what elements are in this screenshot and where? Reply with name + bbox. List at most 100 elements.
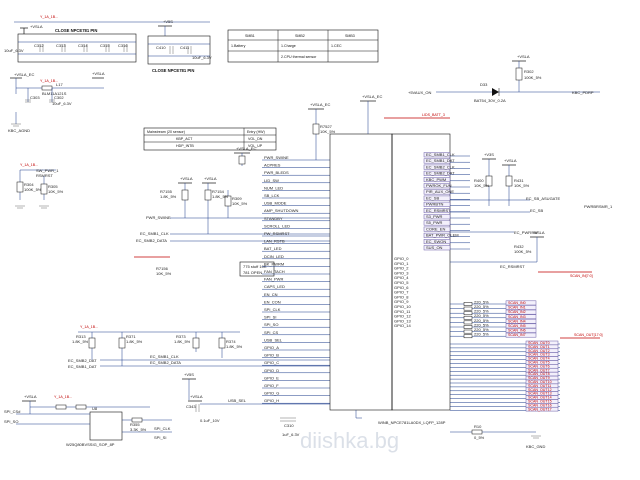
vsla-ec-pull: +VSLA_EC [236,146,256,151]
scan-out-label: SCAN_OUT17 [528,407,552,411]
r7155-ref: R7155 [160,189,173,194]
v5s-frame [147,35,211,65]
ec-left-pin: EN_CON [264,299,281,304]
cap-v5s-ref: C411 [180,45,190,50]
ec-left-pin: BAT_LED [264,246,282,251]
spi-flash: +VSLA Y_1A_1B... U8 W25Q80BVSSIG_SOP_8P … [4,394,220,447]
inductor-ref: L17 [56,82,63,87]
scan-res-value: 220_5% [474,309,489,314]
vsla-pull-1: +VSLA [180,176,193,181]
net-ec-smb1-clk: EC_SMB1_CLK [140,231,169,236]
ms-r2c2: VOL_UP [248,144,263,148]
ec-left-pin: LID_SW [264,178,279,183]
ms-r1c2: VOL_DN [248,137,263,141]
bus-label-4: Y_1A_1B... [80,325,98,329]
scan-res-value: 220_5% [474,327,489,332]
ms-header-1: Mainstream (20 sensor) [147,130,185,134]
r304-ref: R304 [24,182,34,187]
scan-out-label: SCAN_OUT12 [528,388,552,392]
net-pwrbrsmr: PWRBRSMR_1 [584,204,613,209]
scan-out-label: SCAN_OUT6 [528,364,550,368]
scan-out-bus: SCAN_OUT[17:0] [574,333,603,337]
vsla-tr: +VSLA [517,54,530,59]
r355-value: 3.3K_5% [130,427,147,432]
r373-value: 1.8K_5% [174,339,191,344]
r7154-ref: R7154 [212,189,225,194]
ec-left-pin: GPIO_D [264,368,279,373]
r313-value: 1.8K_5% [72,339,89,344]
d33-value: BAT54_30V_0.2A [474,98,506,103]
r432-value: 100K_5% [514,249,532,254]
vsla-ec-label: +VSLA_EC [14,72,34,77]
ec-left-pin: LAN_RSTB [264,239,285,244]
usb-sel-net: USB_SEL [228,398,247,403]
net-kbc-pdrp: KBC_PDRP [572,90,594,95]
r10-value: 0_5% [474,435,485,440]
r431-ref: R431 [514,178,524,183]
rsmrst-part: RSMRST [36,173,53,178]
c310-ref: C310 [284,423,294,428]
bus-label-2: Y_1A_1B... [40,79,58,83]
cap-ref-1: C312 [34,43,44,48]
d33-ref: D33 [480,82,488,87]
r431-value: 10K_5% [514,183,530,188]
ec-right-net: CORE_EN [426,226,445,231]
scan-out-label: SCAN_OUT5 [528,361,550,365]
r7527-value: 10K_5% [320,129,336,134]
ec-right-pin: GPIO_14 [394,323,411,328]
ec-part-footer: WINB_NPCE781LA0DX_LQFP_128P C310 1uF_6.3… [280,410,545,449]
vsla-right: +VSLA [504,158,517,163]
lids-batt-label: LIDS_BATT_3 [422,113,445,117]
scan-in-label: SCAN_IN1 [508,306,526,310]
smb-cell-r1c3: 1.CEC [331,44,342,48]
ec-right-pin: GPIO_9 [394,299,409,304]
scan-res-value: 220_5% [474,322,489,327]
vsla-r432: +VSLA [532,230,545,235]
flash-part: W25Q80BVSSIG_SOP_8P [66,442,115,447]
r373-ref: R373 [176,334,186,339]
ec-left-pin: CAPS_LED [264,284,285,289]
net-ec-rsmrst: EC_RSMRST [500,264,525,269]
scan-in-label: SCAN_IN5 [508,324,526,328]
xtal-note-2: 781 OPEN [243,270,262,275]
scan-in-label: SCAN_IN3 [508,315,526,319]
ec-left-pin: GPIO_F [264,383,279,388]
ec-right-net: KBC_PWM [426,177,446,182]
ec-right-net: BAT_PWR_OLEM [426,233,459,238]
r7156-value: 10K_5% [156,271,172,276]
ec-left-pin: PWR_BLEDS [264,170,289,175]
ec-left-pin: SPI_SO [264,322,278,327]
ec-chip-left-body [329,133,393,411]
r313-ref: R313 [76,334,86,339]
ec-right-net: EC_SWON [426,239,446,244]
net-asugate: EC_SB_ASUGATE [526,196,560,201]
smbus-pullups: Y_1A_1B... R313 1.8K_5% R371 1.8K_5% R37… [72,325,330,367]
v5s-label: +V5S [163,19,173,24]
ec-right-net: EC_SB [426,195,439,200]
scan-out-label: SCAN_OUT0 [528,341,550,345]
flash-chip [89,411,123,441]
vsla-ec-top-2: +VSLA_EC [362,94,382,99]
scan-out-label: SCAN_OUT4 [528,357,550,361]
ec-left-pin: ACPRES [264,163,281,168]
close-pin-mid: CLOSE NPCE781 PIN [152,68,194,73]
scan-array: 220_5%SCAN_IN0220_5%SCAN_IN1220_5%SCAN_I… [450,299,560,412]
ec-right-net: EC_SMB2_CLK [426,164,455,169]
inductor-value: BLM11A121S [42,91,67,96]
ec-right-net: PWROK_FUN [426,183,452,188]
r7527-ref: R7527 [320,124,333,129]
c343-value: 0.1uF_10V [200,418,220,423]
scan-in-label: SCAN_IN4 [508,319,526,323]
ec-right-net: S5_PWR [426,220,443,225]
vsla-flash: +VSLA [24,394,37,399]
sw-pwr-net: SW_PWR_1 [36,168,59,173]
diode-block: +VSLA R302 100K_5% +5VAUX_ON D33 BAT54_3… [408,54,600,103]
cap-ref-b: C302 [54,95,64,100]
ec-left-pin: GPIO_G [264,391,279,396]
smb-header-1: SMB1 [245,34,255,38]
r371-value: 1.8K_5% [126,339,143,344]
r305-ref: R305 [48,184,58,189]
vsla-ec-top: +VSLA_EC [310,102,330,107]
ec-left-pin: FAN_TACH [264,269,285,274]
